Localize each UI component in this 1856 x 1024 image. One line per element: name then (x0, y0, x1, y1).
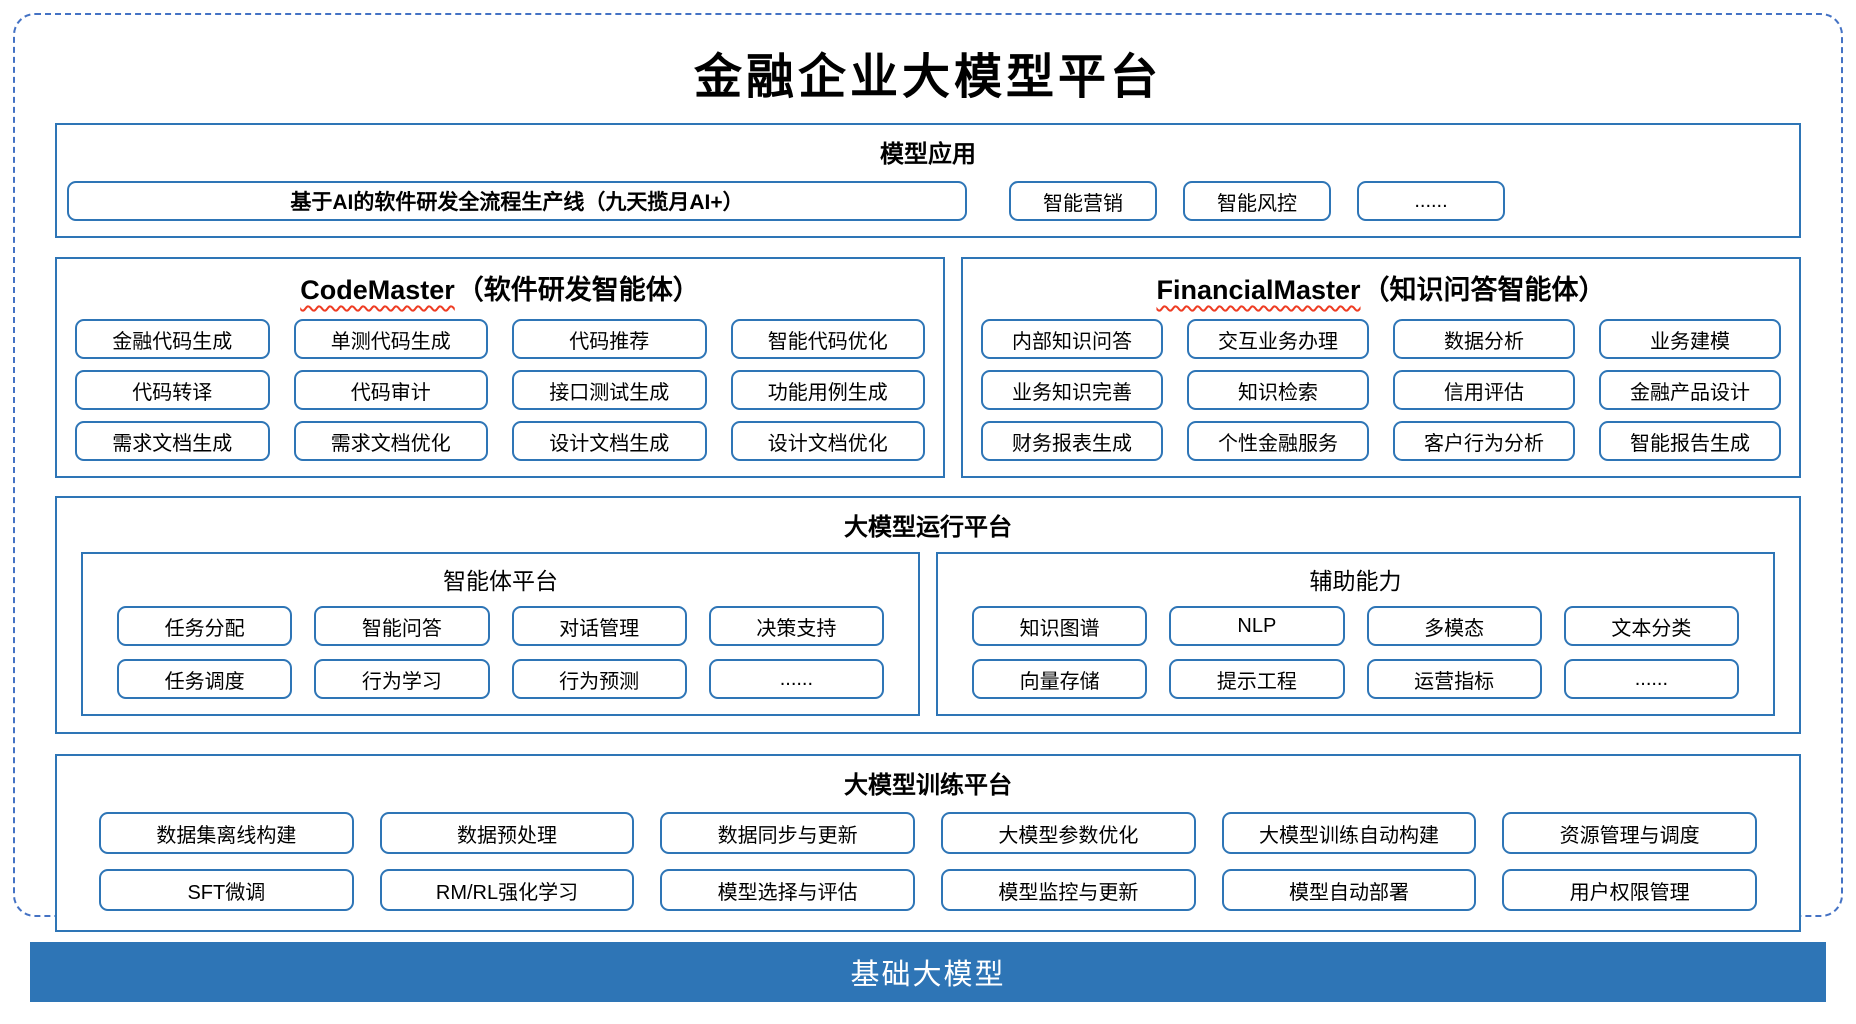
platform-outer-frame: 金融企业大模型平台 模型应用 基于AI的软件研发全流程生产线（九天揽月AI+） … (13, 13, 1843, 932)
app-chip: 智能营销 (1009, 181, 1157, 221)
capability-chip: 向量存储 (972, 659, 1148, 699)
capability-chip: 行为学习 (314, 659, 490, 699)
financial-master-title-zh: （知识问答智能体） (1362, 275, 1606, 305)
app-chip: 智能风控 (1183, 181, 1331, 221)
subsection-auxiliary-capabilities: 辅助能力 知识图谱 NLP 多模态文本分类向量存储提示工程运营指标...... (936, 552, 1775, 716)
capability-chip: ...... (1563, 659, 1739, 699)
capability-chip: 代码推荐 (512, 319, 707, 359)
capability-chip: 运营指标 (1366, 659, 1542, 699)
capability-chip: 需求文档生成 (75, 421, 270, 461)
capability-chip: 单测代码生成 (293, 319, 488, 359)
capability-chip: 业务建模 (1599, 319, 1781, 359)
agent-platform-grid: 任务分配智能问答对话管理决策支持任务调度行为学习行为预测...... (83, 598, 918, 699)
financial-master-header: FinancialMaster（知识问答智能体） (963, 259, 1799, 311)
capability-chip: 代码审计 (293, 370, 488, 410)
capability-chip: 提示工程 (1169, 659, 1345, 699)
code-master-header: CodeMaster（软件研发智能体） (57, 259, 943, 311)
capability-chip: 设计文档优化 (730, 421, 925, 461)
base-model-bar: 基础大模型 (30, 942, 1826, 1002)
capability-chip: 资源管理与调度 (1502, 812, 1757, 854)
capability-chip: SFT微调 (99, 869, 354, 911)
capability-chip: 文本分类 (1563, 606, 1739, 646)
capability-chip: 交互业务办理 (1187, 319, 1369, 359)
capability-chip: 数据同步与更新 (660, 812, 915, 854)
auxiliary-capabilities-grid: 知识图谱 NLP 多模态文本分类向量存储提示工程运营指标...... (938, 598, 1773, 699)
capability-chip: ...... (708, 659, 884, 699)
capability-chip: 个性金融服务 (1187, 421, 1369, 461)
section-training-platform: 大模型训练平台 数据集离线构建数据预处理数据同步与更新大模型参数优化大模型训练自… (55, 754, 1801, 932)
section-financial-master: FinancialMaster（知识问答智能体） 内部知识问答交互业务办理数据分… (961, 257, 1801, 478)
agent-platform-header: 智能体平台 (443, 568, 558, 594)
agent-sections-row: CodeMaster（软件研发智能体） 金融代码生成单测代码生成代码推荐智能代码… (55, 257, 1801, 478)
capability-chip: 内部知识问答 (981, 319, 1163, 359)
capability-chip: 数据预处理 (379, 812, 635, 854)
featured-app-chip: 基于AI的软件研发全流程生产线（九天揽月AI+） (67, 181, 967, 221)
financial-master-grid: 内部知识问答交互业务办理数据分析业务建模业务知识完善知识检索信用评估金融产品设计… (963, 311, 1799, 476)
financial-master-title-en: FinancialMaster (1156, 275, 1361, 305)
capability-chip: 数据分析 (1393, 319, 1575, 359)
capability-chip: 数据集离线构建 (99, 812, 354, 854)
capability-chip: 接口测试生成 (512, 370, 707, 410)
capability-chip: 任务调度 (117, 659, 293, 699)
code-master-grid: 金融代码生成单测代码生成代码推荐智能代码优化代码转译代码审计接口测试生成功能用例… (57, 311, 943, 476)
capability-chip: 模型监控与更新 (941, 869, 1196, 911)
runtime-subsections-row: 智能体平台 任务分配智能问答对话管理决策支持任务调度行为学习行为预测......… (81, 552, 1775, 716)
capability-chip: 信用评估 (1393, 370, 1575, 410)
capability-chip: RM/RL强化学习 (379, 869, 635, 911)
runtime-platform-header: 大模型运行平台 (844, 514, 1012, 541)
model-applications-header: 模型应用 (880, 141, 976, 168)
model-applications-row: 基于AI的软件研发全流程生产线（九天揽月AI+） 智能营销智能风控...... (57, 169, 1799, 236)
capability-chip: 设计文档生成 (512, 421, 707, 461)
code-master-title-zh: （软件研发智能体） (456, 275, 700, 305)
section-runtime-platform: 大模型运行平台 智能体平台 任务分配智能问答对话管理决策支持任务调度行为学习行为… (55, 496, 1801, 734)
training-platform-grid: 数据集离线构建数据预处理数据同步与更新大模型参数优化大模型训练自动构建资源管理与… (57, 800, 1799, 911)
capability-chip: 知识检索 (1187, 370, 1369, 410)
subsection-agent-platform: 智能体平台 任务分配智能问答对话管理决策支持任务调度行为学习行为预测...... (81, 552, 920, 716)
app-chip: ...... (1357, 181, 1505, 221)
capability-chip: 功能用例生成 (730, 370, 925, 410)
capability-chip: 多模态 (1366, 606, 1542, 646)
capability-chip: 行为预测 (511, 659, 687, 699)
capability-chip: 金融产品设计 (1599, 370, 1781, 410)
capability-chip: 代码转译 (75, 370, 270, 410)
capability-chip: 需求文档优化 (293, 421, 488, 461)
capability-chip: NLP (1169, 606, 1345, 646)
training-platform-header: 大模型训练平台 (844, 772, 1012, 799)
capability-chip: 客户行为分析 (1393, 421, 1575, 461)
capability-chip: 知识图谱 (972, 606, 1148, 646)
capability-chip: 决策支持 (708, 606, 884, 646)
code-master-title-en: CodeMaster (300, 275, 455, 305)
capability-chip: 大模型训练自动构建 (1221, 812, 1477, 854)
auxiliary-capabilities-header: 辅助能力 (1309, 568, 1402, 594)
capability-chip: 智能报告生成 (1599, 421, 1781, 461)
capability-chip: 智能问答 (314, 606, 490, 646)
capability-chip: 用户权限管理 (1502, 869, 1757, 911)
capability-chip: 金融代码生成 (75, 319, 270, 359)
capability-chip: 模型自动部署 (1221, 869, 1477, 911)
capability-chip: 大模型参数优化 (941, 812, 1196, 854)
section-code-master: CodeMaster（软件研发智能体） 金融代码生成单测代码生成代码推荐智能代码… (55, 257, 945, 478)
capability-chip: 业务知识完善 (981, 370, 1163, 410)
capability-chip: 模型选择与评估 (660, 869, 915, 911)
capability-chip: 财务报表生成 (981, 421, 1163, 461)
capability-chip: 任务分配 (117, 606, 293, 646)
capability-chip: 智能代码优化 (730, 319, 925, 359)
section-model-applications: 模型应用 基于AI的软件研发全流程生产线（九天揽月AI+） 智能营销智能风控..… (55, 123, 1801, 238)
page-title: 金融企业大模型平台 (693, 49, 1162, 105)
capability-chip: 对话管理 (511, 606, 687, 646)
